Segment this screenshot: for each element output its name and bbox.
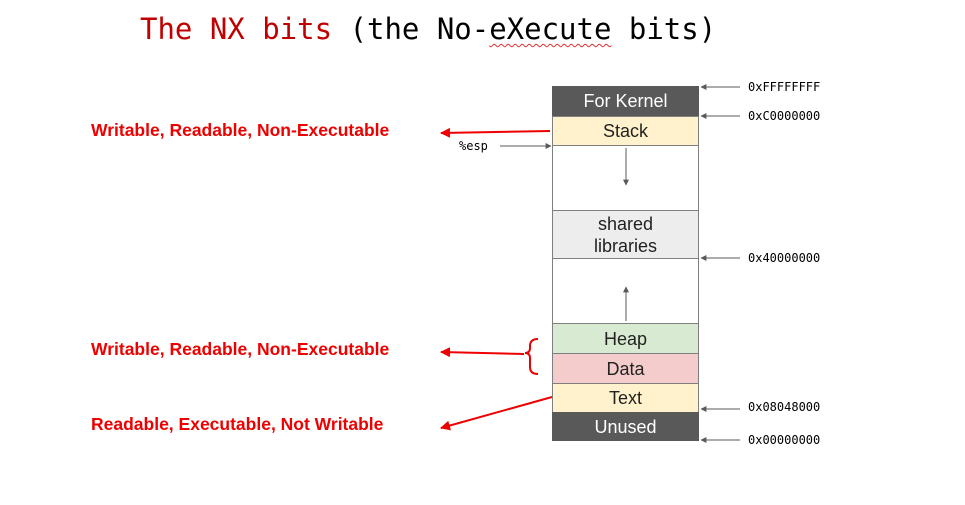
title-rest-close: bits) xyxy=(611,12,717,46)
segment-shared-libraries: shared libraries xyxy=(552,210,699,259)
brace-heap-data xyxy=(524,338,539,375)
permission-label-text: Readable, Executable, Not Writable xyxy=(91,414,384,434)
segment-unused: Unused xyxy=(552,412,699,441)
address-top: 0xFFFFFFFF xyxy=(748,80,821,94)
title-rest-word: eXecute xyxy=(489,12,612,46)
address-zero: 0x00000000 xyxy=(748,433,821,447)
segment-kernel: For Kernel xyxy=(552,86,699,116)
title-rest-open: (the No- xyxy=(332,12,490,46)
address-kernel-base: 0xC0000000 xyxy=(748,109,821,123)
address-shared-base: 0x40000000 xyxy=(748,251,821,265)
arrow-permission-text xyxy=(440,396,553,431)
page-title: The NX bits (the No-eXecute bits) xyxy=(140,12,716,46)
title-highlight: The NX bits xyxy=(140,12,333,46)
address-text-base: 0x08048000 xyxy=(748,400,821,414)
arrow-permission-stack xyxy=(440,127,551,138)
permission-label-heap-data: Writable, Readable, Non-Executable xyxy=(91,339,390,359)
arrow-permission-heap-data xyxy=(440,347,525,358)
esp-register-label: %esp xyxy=(459,139,488,153)
permission-label-stack: Writable, Readable, Non-Executable xyxy=(91,120,390,140)
segment-data: Data xyxy=(552,353,699,384)
segment-heap: Heap xyxy=(552,323,699,354)
